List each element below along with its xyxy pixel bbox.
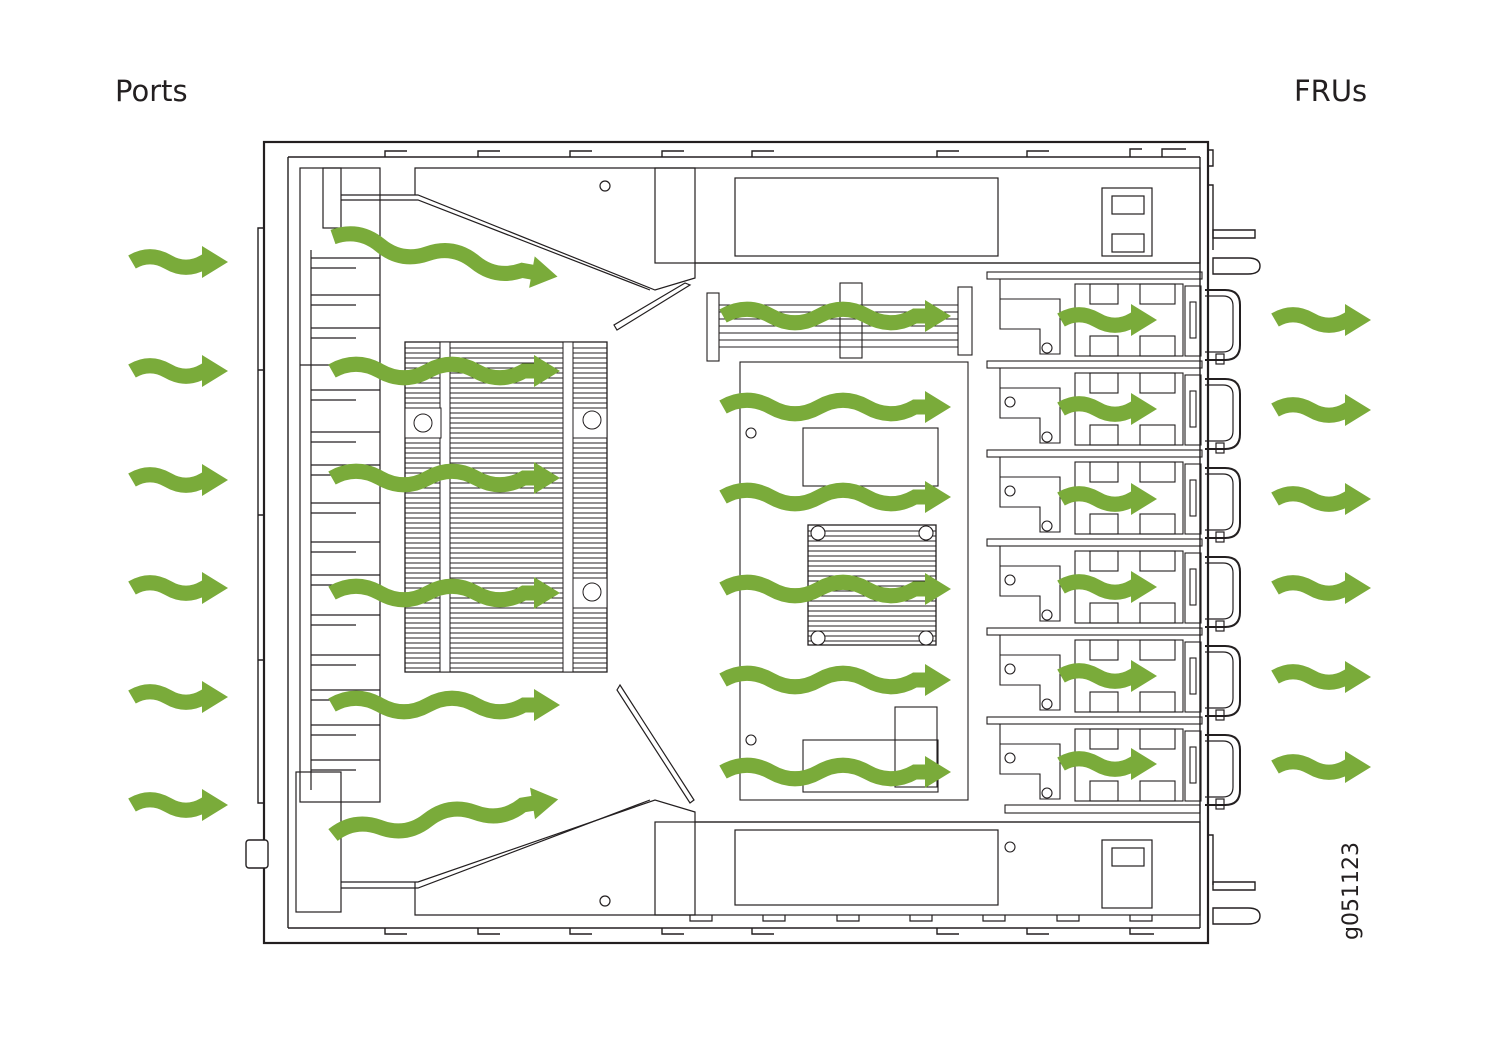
power-supply-bays [654, 167, 1201, 922]
exhaust-arrow-5 [1275, 661, 1371, 693]
ejector-levers [1208, 149, 1261, 925]
inlet-arrow-2 [132, 355, 228, 387]
center-arrow-4 [723, 573, 951, 605]
internal-arrow-bottom [330, 784, 560, 851]
exhaust-arrow-1 [1275, 304, 1371, 336]
exhaust-arrow-4 [1275, 572, 1371, 604]
air-funnel [341, 167, 696, 916]
inlet-arrow-3 [132, 464, 228, 496]
inlet-arrow-1 [132, 246, 228, 278]
inlet-arrow-6 [132, 789, 228, 821]
chassis-outline [245, 140, 1210, 945]
internal-arrow-5 [332, 689, 560, 721]
exhaust-arrow-3 [1275, 483, 1371, 515]
center-arrow-5 [723, 664, 951, 696]
exhaust-arrow-6 [1275, 751, 1371, 783]
port-block [295, 167, 381, 913]
fru-handles [1205, 289, 1241, 810]
inlet-arrow-5 [132, 681, 228, 713]
center-arrow-2 [723, 391, 951, 423]
center-arrow-6 [723, 756, 951, 788]
internal-arrow-top [330, 221, 560, 292]
inlet-arrow-4 [132, 572, 228, 604]
ports-label: Ports [115, 74, 188, 108]
center-board [706, 282, 973, 801]
left-heatsink [404, 341, 608, 673]
exhaust-arrow-2 [1275, 394, 1371, 426]
frus-label: FRUs [1294, 74, 1368, 108]
